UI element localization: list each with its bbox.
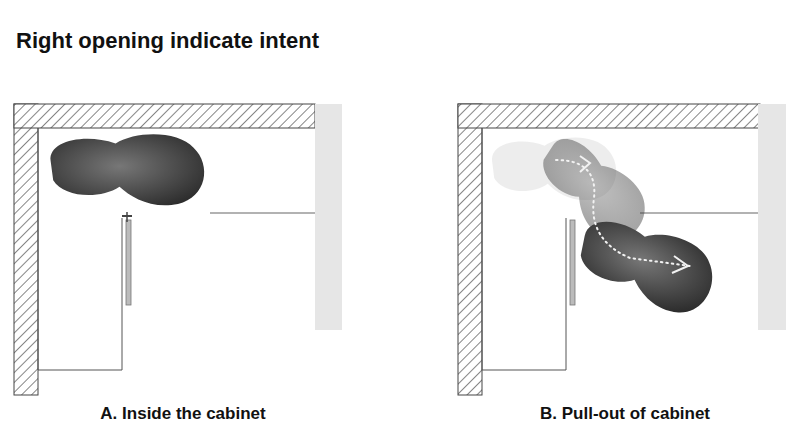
- title: Right opening indicate intent: [16, 28, 319, 54]
- panel-b: [458, 104, 786, 395]
- panel-a: [14, 104, 342, 395]
- panel-caption: A. Inside the cabinet: [100, 404, 265, 424]
- panel-caption: B. Pull-out of cabinet: [540, 404, 710, 424]
